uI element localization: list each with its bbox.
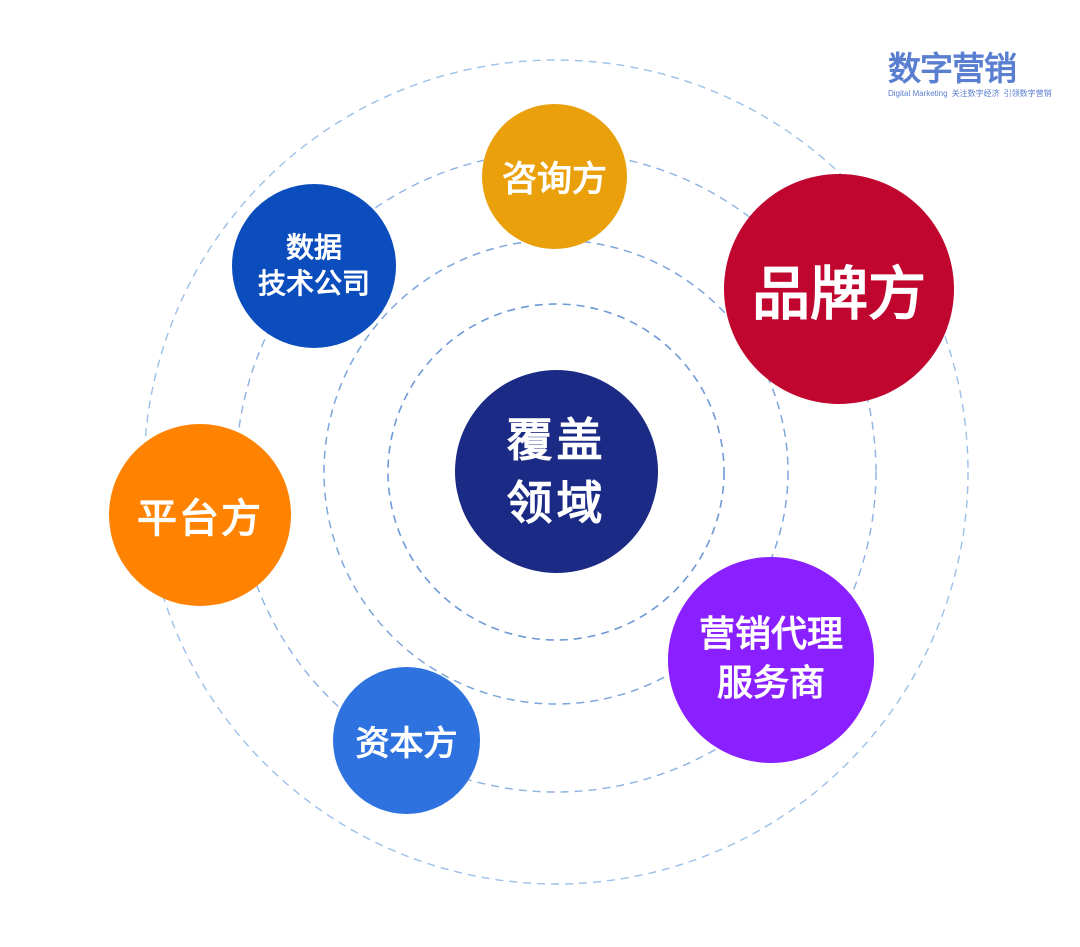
center-label-line2: 领域: [506, 475, 607, 530]
capital-label: 资本方: [355, 724, 458, 764]
capital-node: 资本方: [333, 667, 480, 814]
center-label-line1: 覆盖: [506, 413, 607, 468]
consult-label: 咨询方: [501, 160, 607, 200]
marketing-agency-node: 营销代理 服务商: [668, 557, 874, 763]
data-tech-label-line2: 技术公司: [257, 267, 370, 300]
logo-tagline-2: 引领数字营销: [1003, 89, 1052, 98]
platform-label: 平台方: [137, 496, 263, 542]
logo-tagline-1: 关注数字经济: [951, 89, 1000, 98]
data-tech-label-line1: 数据: [285, 230, 342, 264]
data-tech-node: 数据 技术公司: [232, 184, 396, 348]
brand-node: 品牌方: [724, 174, 954, 404]
marketing-agency-label-line2: 服务商: [716, 663, 825, 704]
logo-subtitle: Digital Marketing: [888, 89, 948, 98]
brand-label: 品牌方: [751, 260, 926, 328]
platform-node: 平台方: [109, 424, 291, 606]
ring-3: [235, 151, 877, 793]
consult-node: 咨询方: [482, 104, 627, 249]
logo-title: 数字营销: [888, 50, 1017, 87]
center-node: 覆盖 领域: [455, 370, 658, 573]
ring-1: [387, 303, 725, 641]
marketing-agency-label-line1: 营销代理: [698, 614, 843, 656]
